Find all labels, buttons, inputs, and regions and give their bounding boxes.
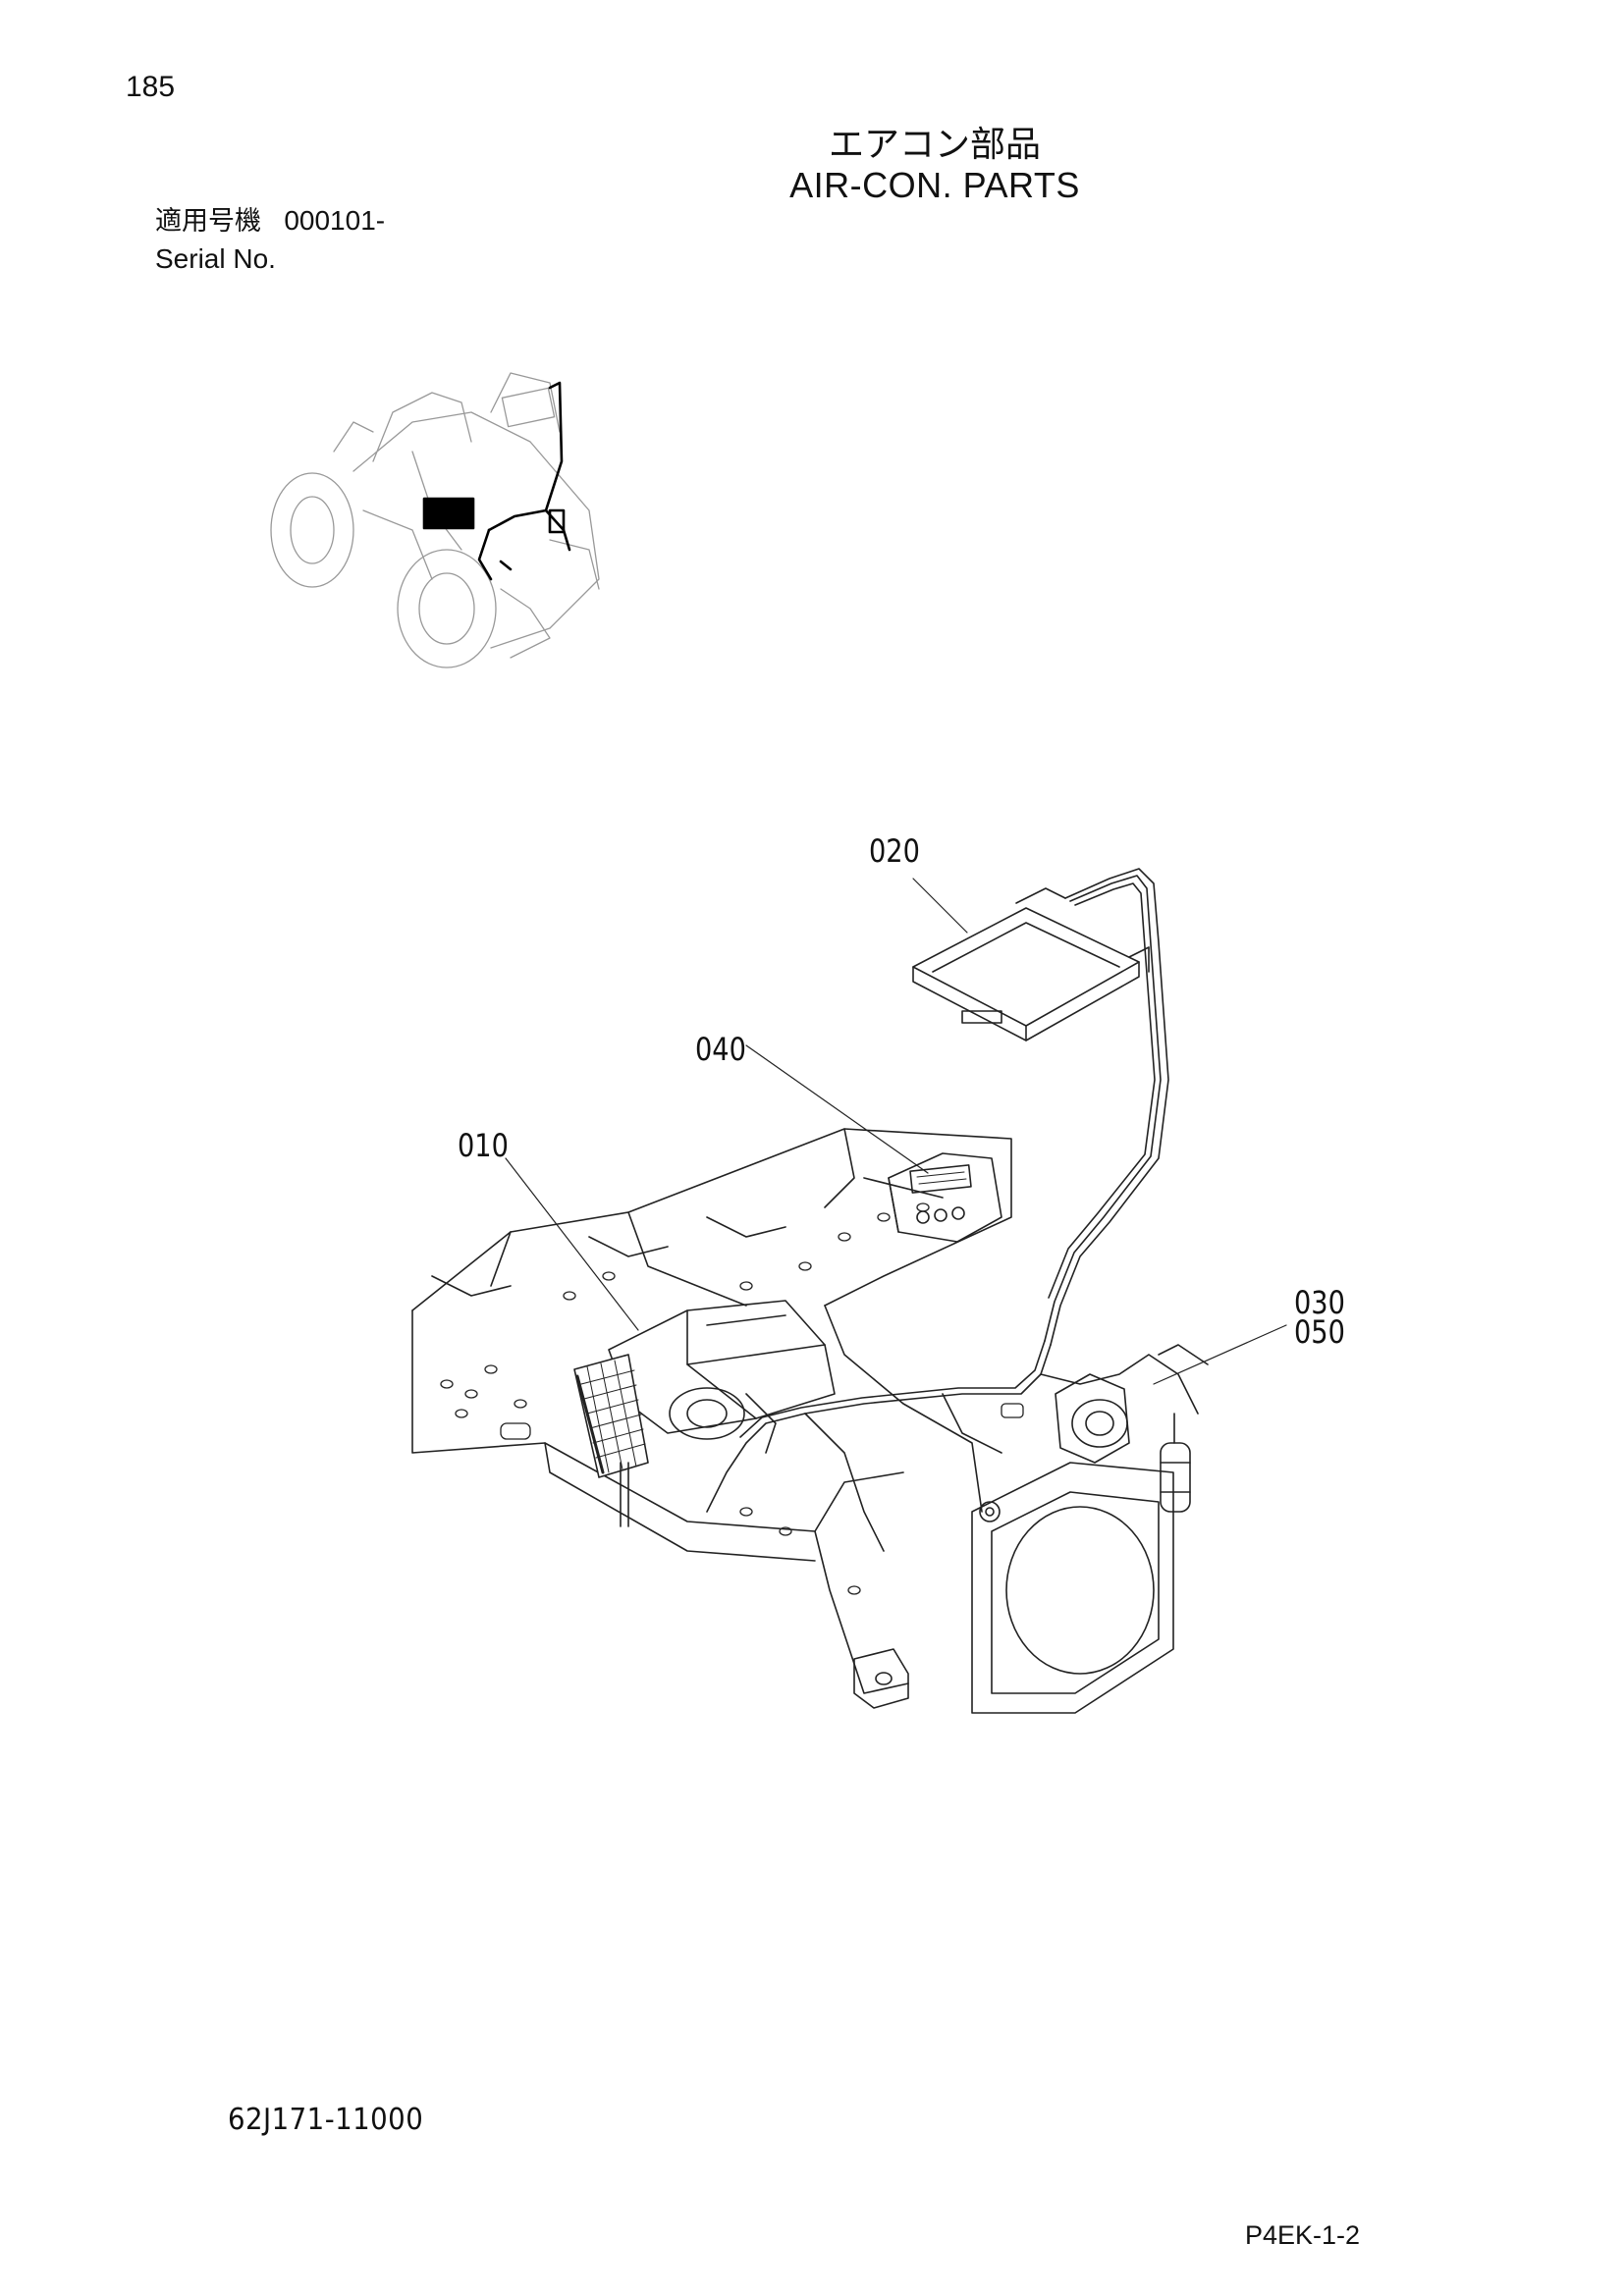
callout-010: 010 [458,1127,509,1164]
page-title-en: AIR-CON. PARTS [789,165,1080,205]
machine-frame [411,1128,1024,1709]
footer-reference: P4EK-1-2 [1245,2220,1361,2250]
serial-label-jp: 適用号機 [155,206,261,237]
part-040-controller [888,1152,1002,1243]
document-code: 62J171-11000 [228,2103,424,2137]
leader-lines [505,878,1287,1385]
radiator-shroud [971,1462,1174,1714]
serial-info: 適用号機 000101- Serial No. [155,202,385,278]
callout-040: 040 [695,1031,746,1068]
callout-050: 050 [1294,1313,1345,1351]
part-030-050-compressor-receiver [1055,1373,1191,1513]
serial-label-en: Serial No. [155,243,276,274]
page-title-jp: エアコン部品 [828,125,1041,165]
part-020-condenser [912,887,1150,1041]
overview-highlight [422,381,571,581]
page-number: 185 [126,71,176,103]
callout-020: 020 [869,832,920,870]
overview-thumbnail [270,372,600,668]
refrigerant-hoses [706,868,1209,1552]
part-010-aircon-unit [573,1300,836,1527]
callout-030: 030 [1294,1284,1345,1321]
serial-value: 000101- [284,205,386,236]
